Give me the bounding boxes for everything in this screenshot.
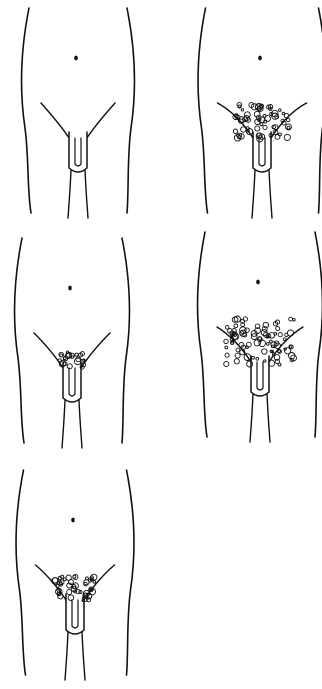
groin-line-left [34, 333, 63, 368]
torso-left-outline [198, 232, 207, 437]
navel-mark [71, 518, 75, 523]
leg-line-left [252, 170, 255, 218]
figure-panel-4 [198, 232, 322, 442]
torso-right-outline [122, 238, 129, 443]
navel-mark [256, 280, 260, 285]
navel-mark [258, 56, 262, 61]
genital-inner-line [72, 600, 78, 628]
leg-line-right [269, 170, 272, 218]
leg-line-right [79, 400, 82, 448]
groin-line-right [81, 333, 110, 368]
torso-right-outline [315, 232, 322, 437]
torso-left-outline [15, 238, 24, 443]
figure-panel-5 [16, 470, 134, 680]
leg-line-right [85, 170, 88, 218]
figure-panel-3 [15, 238, 130, 448]
leg-line-right [82, 632, 85, 680]
torso-left-outline [22, 8, 31, 213]
groin-line-right [84, 565, 115, 600]
torso-left-outline [198, 8, 207, 213]
groin-line-left [41, 103, 69, 138]
figure-panel-1 [22, 8, 135, 218]
groin-line-right [271, 103, 307, 138]
navel-mark [74, 56, 78, 61]
hair-cluster [52, 574, 97, 602]
groin-line-right [87, 103, 115, 138]
leg-line-left [65, 632, 68, 680]
torso-right-outline [319, 8, 322, 213]
genital-inner-line [257, 362, 263, 390]
leg-line-right [267, 394, 270, 442]
torso-left-outline [16, 470, 25, 675]
figure-panel-2 [198, 8, 322, 218]
leg-line-left [250, 394, 253, 442]
genital-inner-line [75, 138, 81, 166]
torso-right-outline [127, 8, 134, 213]
navel-mark [68, 286, 72, 291]
genital-inner-line [69, 368, 75, 396]
leg-line-left [68, 170, 71, 218]
torso-right-outline [127, 470, 134, 675]
leg-line-left [62, 400, 65, 448]
